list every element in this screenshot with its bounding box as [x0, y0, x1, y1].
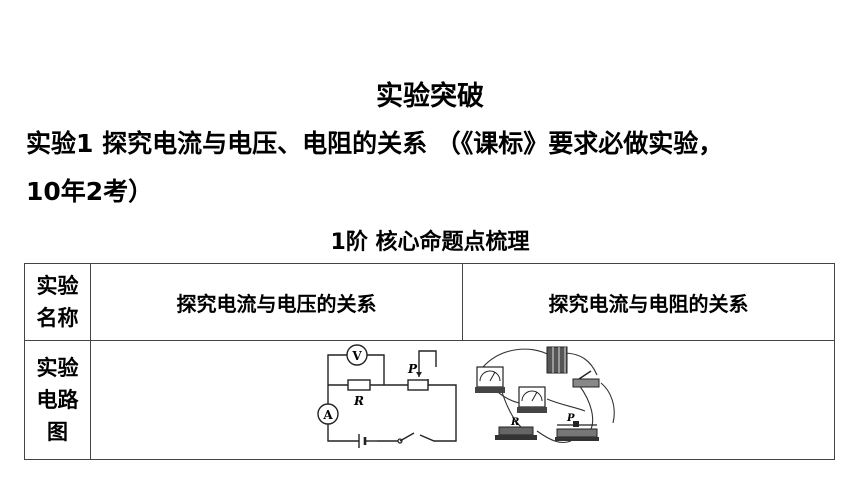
row-header-text: 名称: [36, 306, 79, 330]
circuit-schematic: [327, 350, 457, 442]
voltmeter-symbol: [346, 344, 368, 366]
rheostat-device-label: P: [566, 413, 575, 424]
rheostat-slider-arrow: [416, 372, 422, 377]
experiment-heading-line1: 实验1 探究电流与电压、电阻的关系 （《课标》要求必做实验，: [26, 129, 724, 158]
circuit-figures: V A R P: [317, 344, 615, 448]
row-header-text: 电路: [36, 388, 79, 412]
rheostat-label: P: [407, 362, 418, 376]
switch-device: [572, 370, 600, 388]
rheostat-symbol: [407, 379, 429, 391]
ammeter-label: A: [322, 408, 333, 422]
voltmeter-label: V: [351, 349, 362, 363]
ammeter-device: [475, 366, 505, 393]
circuit-diagram-cell: V A R P: [90, 340, 835, 460]
resistor-device-label: R: [510, 417, 519, 428]
resistor-device: [495, 426, 537, 440]
experiment-heading-line2: 10年2考）: [26, 177, 154, 206]
column-header-voltage: 探究电流与电压的关系: [90, 263, 463, 341]
table-row-name: 实验 名称 探究电流与电压的关系 探究电流与电阻的关系: [24, 263, 835, 341]
row-header-text: 图: [47, 420, 68, 444]
row-header-name: 实验 名称: [24, 263, 91, 341]
section-subtitle: 1阶 核心命题点梳理: [330, 230, 530, 255]
page-title: 实验突破: [376, 81, 484, 112]
table-row-circuit: 实验 电路 图: [24, 340, 835, 460]
column-header-resistance: 探究电流与电阻的关系: [462, 263, 835, 341]
resistor-label: R: [353, 394, 364, 408]
voltmeter-device: [517, 386, 547, 413]
rheostat-device: [555, 421, 599, 441]
ammeter-symbol: [317, 403, 339, 425]
row-header-text: 实验: [36, 274, 79, 298]
row-header-circuit: 实验 电路 图: [24, 340, 91, 460]
switch-lever: [399, 432, 415, 442]
row-header-text: 实验: [36, 356, 79, 380]
battery-pack-device: [546, 346, 568, 374]
resistor-symbol: [347, 379, 371, 391]
summary-table: 实验 名称 探究电流与电压的关系 探究电流与电阻的关系 实验 电路 图: [24, 263, 835, 460]
